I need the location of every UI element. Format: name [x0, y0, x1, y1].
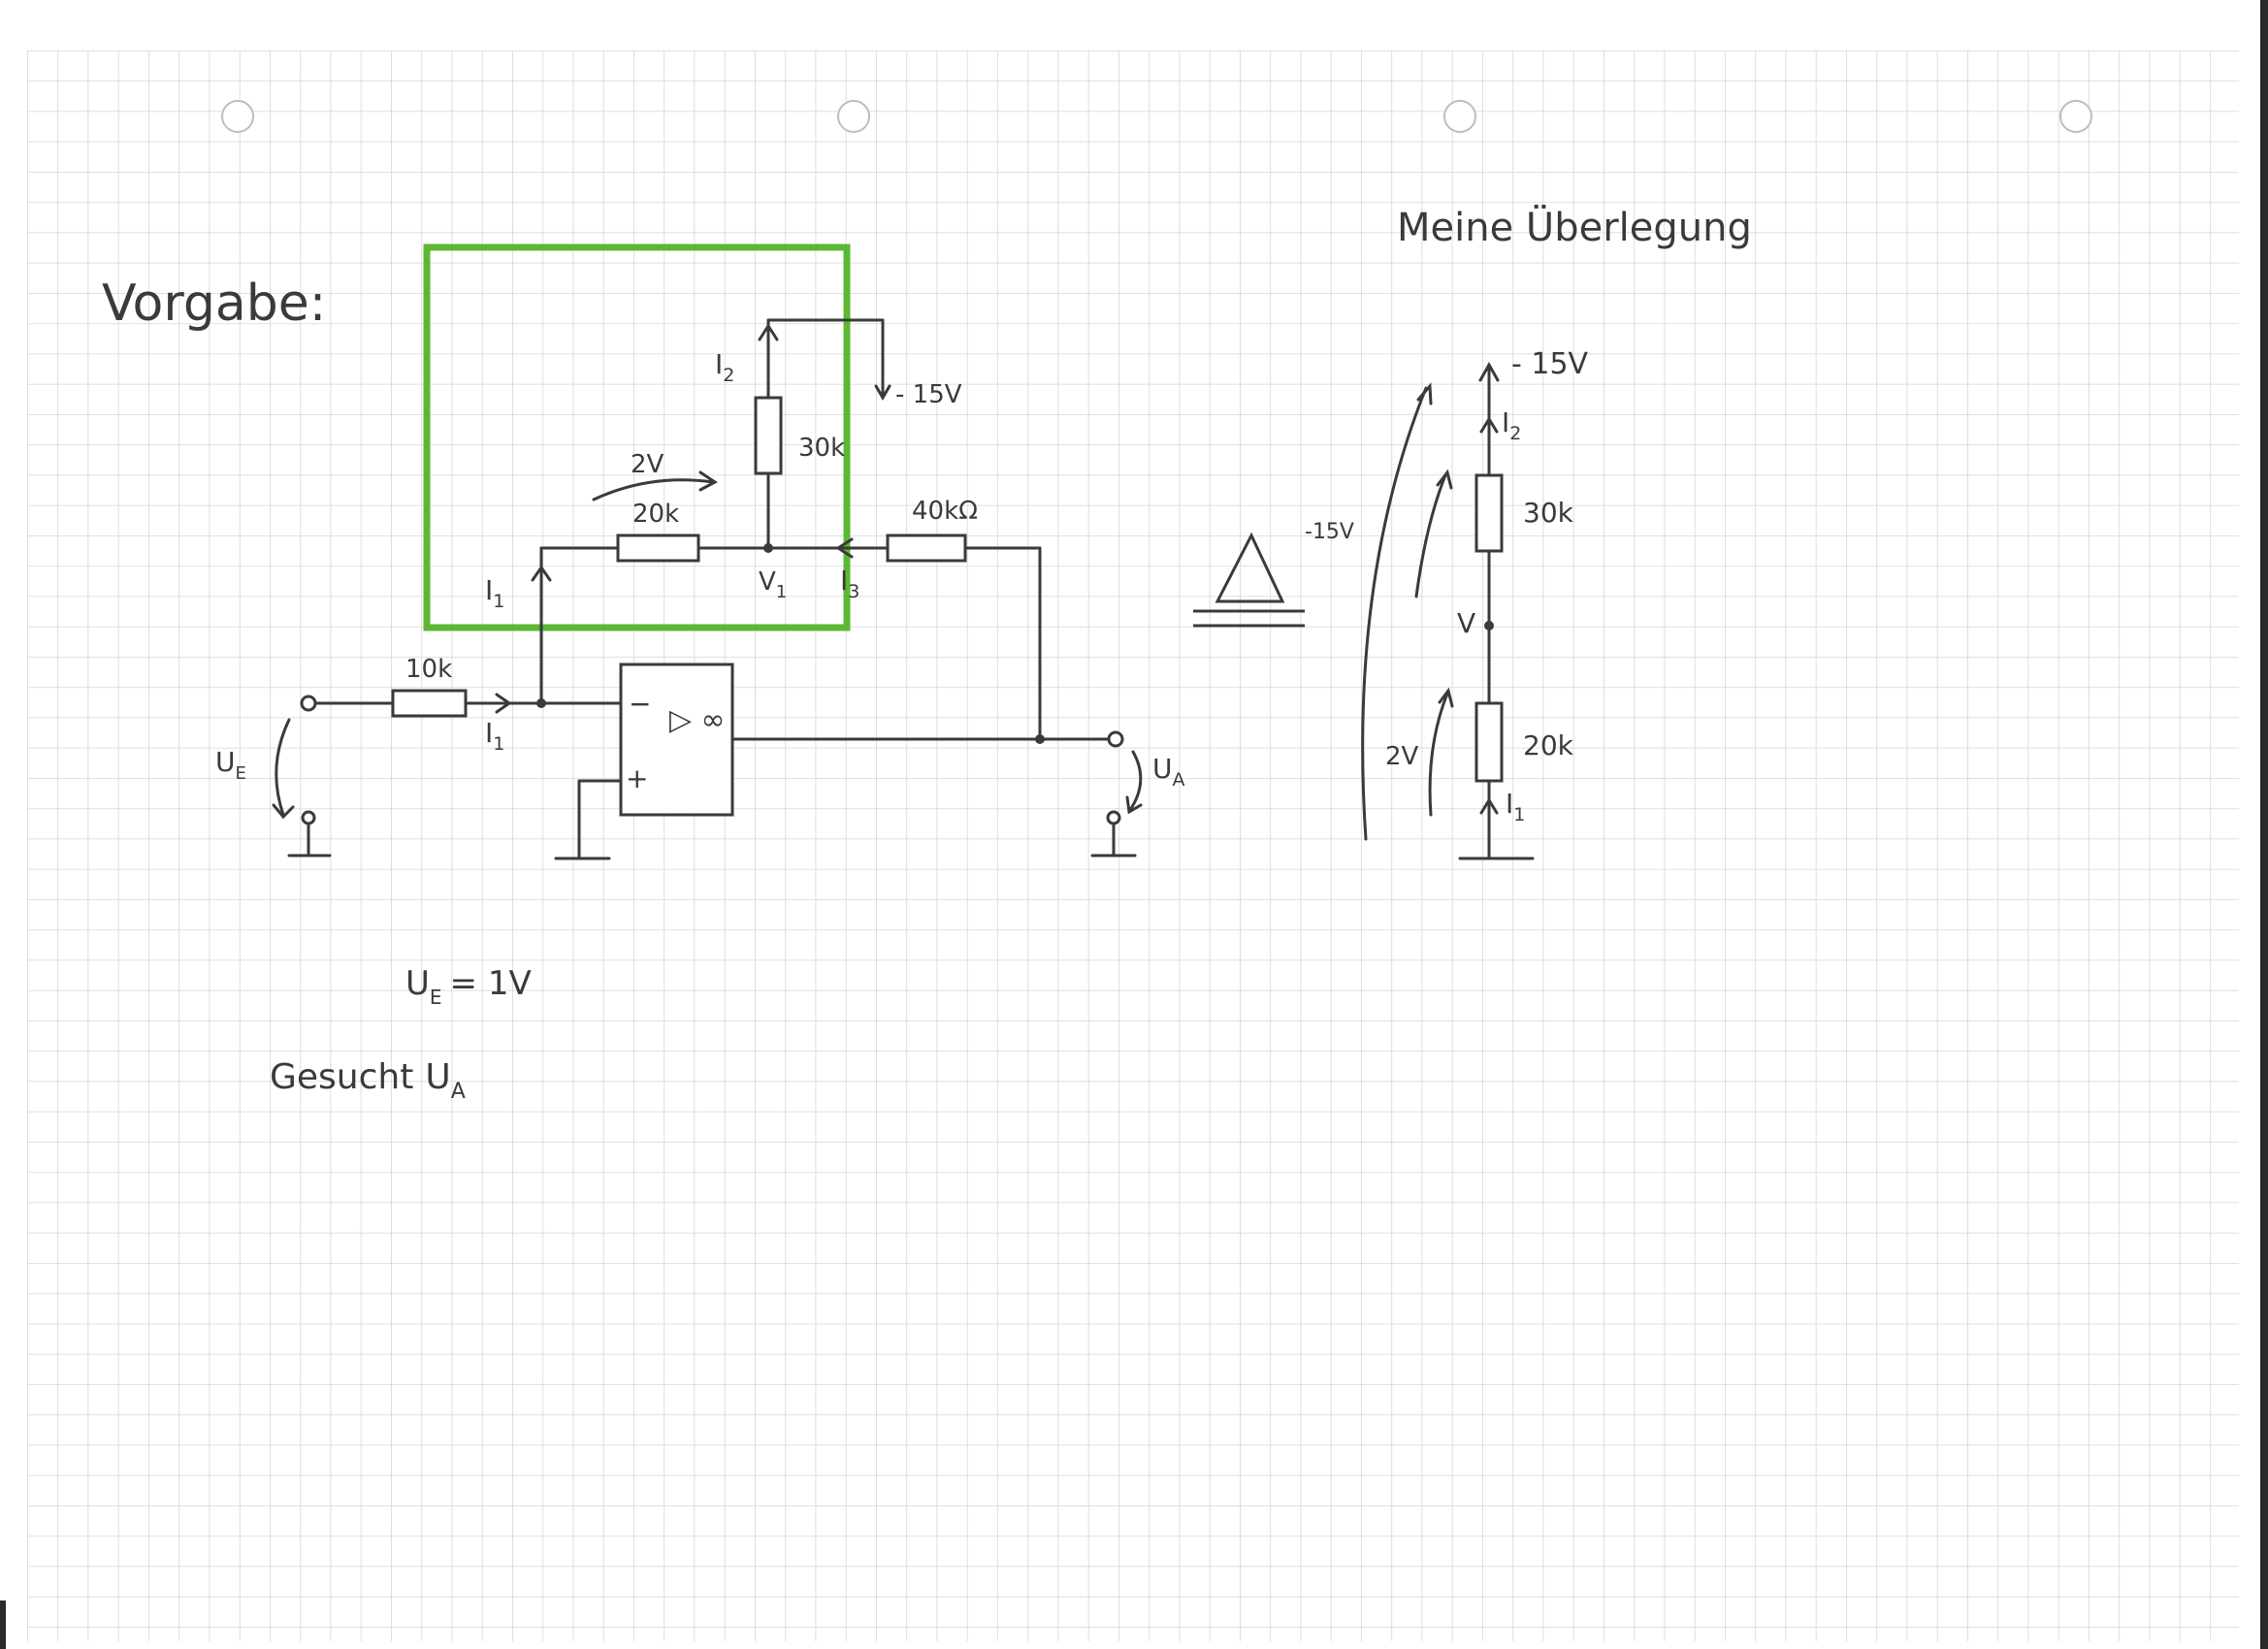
heading-vorgabe: Vorgabe: — [102, 275, 326, 333]
equiv-label-r-top: 30k — [1523, 497, 1574, 529]
circuit-arrows — [272, 323, 1143, 820]
opamp-symbol: ▷ ∞ — [669, 703, 726, 737]
label-node-v1: V1 — [759, 567, 787, 602]
equiv-label-node: V — [1457, 607, 1475, 639]
label-i1-top: I1 — [485, 574, 504, 612]
svg-text:I2: I2 — [1502, 406, 1521, 444]
resistor-20k — [616, 534, 700, 563]
equiv-label-total-voltage: -15V — [1305, 520, 1354, 544]
resistor-40k — [886, 534, 967, 563]
equiv-label-supply: - 15V — [1511, 347, 1589, 381]
highlight-box — [423, 243, 851, 631]
label-r-a: 20k — [632, 500, 679, 529]
terminals — [300, 695, 1124, 825]
svg-text:I2: I2 — [715, 348, 734, 386]
page-edge-right — [2260, 0, 2268, 1649]
label-i1-input: I1 — [485, 717, 504, 755]
opamp-box — [619, 663, 734, 817]
svg-text:I1: I1 — [485, 574, 504, 612]
given-value: UE= 1V — [405, 964, 532, 1009]
grid-area — [27, 50, 2239, 1641]
equiv-resistor-20k — [1474, 701, 1504, 783]
equiv-circuit-wires — [1361, 361, 1535, 860]
punch-holes — [221, 100, 2092, 133]
equivalence-symbol — [1193, 532, 1305, 628]
label-ua: UA — [1152, 753, 1185, 791]
label-ue: UE — [215, 746, 246, 784]
equiv-label-voltage-drop: 2V — [1385, 742, 1419, 771]
equiv-resistor-30k — [1474, 473, 1504, 553]
opamp-minus: − — [629, 688, 651, 720]
equiv-label-r-bottom: 20k — [1523, 729, 1574, 761]
resistor-10k — [391, 689, 468, 718]
label-r-b: 30k — [798, 434, 845, 463]
label-i2: I2 — [715, 348, 734, 386]
page-edge-left — [0, 1600, 6, 1649]
label-r-fb: 40kΩ — [912, 497, 978, 526]
equiv-label-i2: I2 — [1502, 406, 1521, 444]
label-supply: - 15V — [895, 380, 962, 409]
svg-text:UE: UE — [215, 746, 246, 784]
label-voltage-drop: 2V — [631, 450, 664, 479]
heading-my-consideration: Meine Überlegung — [1397, 204, 1752, 250]
svg-text:UA: UA — [1152, 753, 1185, 791]
equiv-label-i1: I1 — [1506, 788, 1525, 825]
equiv-node-dot — [1484, 621, 1494, 630]
svg-text:V1: V1 — [759, 567, 787, 602]
svg-text:I1: I1 — [485, 717, 504, 755]
circuit-wires — [287, 318, 1137, 860]
svg-text:I3: I3 — [840, 565, 859, 602]
junctions — [536, 543, 1045, 744]
label-r-in: 10k — [405, 655, 452, 684]
svg-text:UE= 1V: UE= 1V — [405, 964, 532, 1009]
svg-text:I1: I1 — [1506, 788, 1525, 825]
opamp-plus: + — [626, 762, 648, 794]
label-i3: I3 — [840, 565, 859, 602]
resistor-30k — [754, 396, 783, 475]
